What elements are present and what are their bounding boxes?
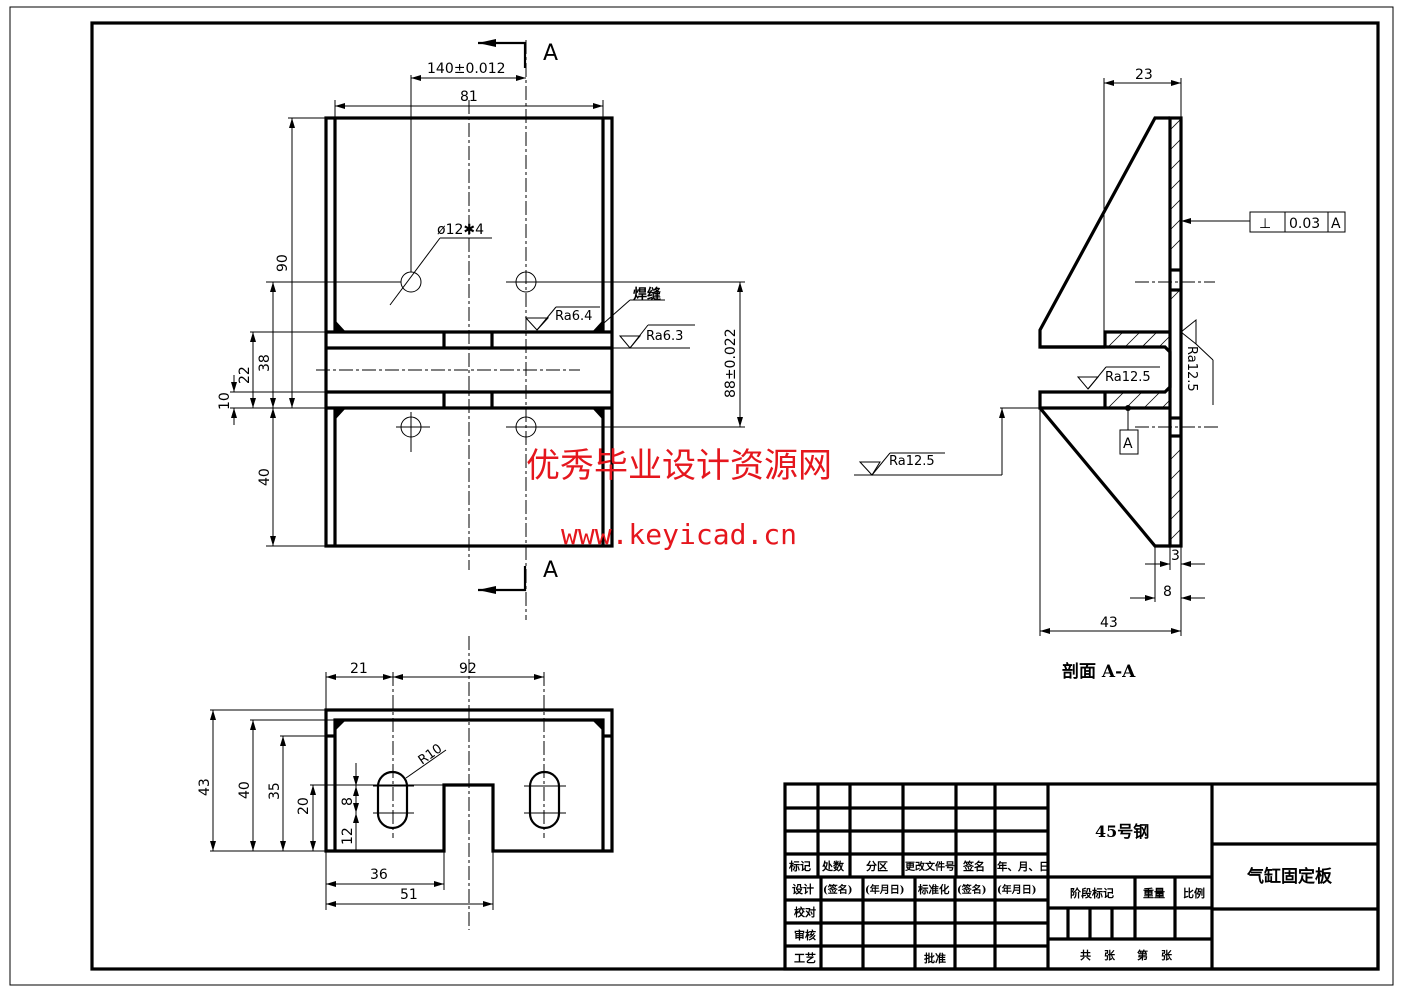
datum-label: A	[1123, 436, 1133, 452]
dim-width: 81	[460, 89, 478, 105]
dim-hole-spacing: 140±0.012	[427, 61, 506, 77]
tb-std-sign: (签名)	[957, 883, 986, 896]
tb-scale: 比例	[1183, 886, 1205, 900]
weld-label: 焊缝	[633, 286, 661, 303]
tb-header-mark: 标记	[788, 859, 811, 873]
tb-design: 设计	[792, 882, 814, 896]
tb-sheet-no: 第	[1137, 948, 1148, 962]
weld-fillet	[592, 408, 603, 420]
dim-h40: 40	[237, 781, 253, 799]
roughness-ra125-middle: Ra12.5	[1105, 370, 1151, 385]
dim-w36: 36	[370, 867, 388, 883]
tb-header-signature: 签名	[962, 859, 985, 873]
section-mark-top: A	[543, 41, 558, 66]
tb-process: 工艺	[794, 951, 816, 965]
tb-header-count: 处数	[821, 859, 845, 873]
dim-base-8: 8	[1163, 584, 1172, 600]
perpendicularity-symbol: ⊥	[1259, 216, 1271, 232]
dim-thickness-3: 3	[1171, 548, 1180, 564]
tolerance-datum: A	[1331, 216, 1341, 232]
dim-span-92: 92	[459, 661, 477, 677]
dim-height-38: 38	[257, 354, 273, 372]
material: 45号钢	[1095, 822, 1149, 841]
tb-design-sign: (签名)	[823, 883, 852, 896]
drawing-frame	[90, 21, 1380, 971]
dim-w51: 51	[400, 887, 418, 903]
tb-sheets-unit2: 张	[1161, 948, 1173, 962]
hole	[400, 271, 422, 293]
tb-header-zone: 分区	[866, 859, 888, 873]
weld-fillet	[592, 320, 603, 332]
dim-slot-12: 12	[340, 827, 356, 845]
tb-sheets-total: 共	[1080, 948, 1091, 962]
hatch-ribs	[1107, 331, 1171, 409]
tb-check: 校对	[794, 905, 816, 919]
dim-h43: 43	[197, 778, 213, 796]
roughness-ra64: Ra6.4	[555, 309, 592, 324]
tb-design-date: (年月日)	[865, 883, 904, 896]
outer-border	[9, 6, 1394, 986]
dim-vertical-tol: 88±0.022	[723, 328, 739, 398]
drawing-title: 气缸固定板	[1246, 866, 1333, 887]
dim-radius: R10	[416, 741, 446, 768]
dim-height-lower: 40	[257, 468, 273, 486]
tb-stage-mark: 阶段标记	[1070, 886, 1114, 900]
tb-header-date: 年、月、日	[997, 860, 1050, 873]
watermark-url: www.keyicad.cn	[561, 518, 797, 551]
section-title: 剖面 A-A	[1062, 661, 1136, 682]
hole-note: ø12✱4	[437, 222, 484, 238]
bottom-view: 21 92 R10 43 40 35 20 8 12 36 51	[197, 636, 614, 930]
watermark: 优秀毕业设计资源网 www.keyicad.cn	[526, 446, 832, 551]
watermark-site-name: 优秀毕业设计资源网	[526, 446, 832, 486]
dim-h35: 35	[267, 782, 283, 800]
dim-top-width: 23	[1135, 67, 1153, 83]
roughness-ra125-vertical: Ra12.5	[1184, 346, 1199, 392]
weld-fillet	[335, 320, 346, 332]
dim-offset-21: 21	[350, 661, 368, 677]
roughness-ra125-left: Ra12.5	[889, 454, 935, 469]
dim-total-width: 43	[1100, 615, 1118, 631]
tb-review: 审核	[794, 928, 816, 942]
dim-slot-8: 8	[340, 797, 356, 806]
dim-height-upper: 90	[275, 254, 291, 272]
dim-height-10: 10	[217, 392, 233, 410]
weld-fillet	[335, 408, 346, 420]
hatch-back-plate	[1169, 118, 1182, 541]
tb-approve: 批准	[924, 951, 946, 965]
tb-header-change-doc: 更改文件号	[905, 860, 955, 873]
front-view: A A 140±0.012 81 ø12✱4 90 38 40 22	[217, 39, 745, 620]
tb-sheets-unit1: 张	[1104, 948, 1116, 962]
section-mark-bottom: A	[543, 558, 558, 583]
section-view: 23 ⊥ 0.03 A Ra12.5 Ra12.5 A Ra	[854, 67, 1346, 682]
title-block: 标记 处数 分区 更改文件号 签名 年、月、日 设计 (签名) (年月日) 标准…	[783, 782, 1380, 971]
tb-weight: 重量	[1143, 886, 1165, 900]
tb-standardization: 标准化	[917, 883, 950, 896]
dim-h20: 20	[296, 797, 312, 815]
tolerance-value: 0.03	[1289, 216, 1320, 232]
tolerance-frame: ⊥ 0.03 A	[1249, 211, 1346, 233]
dim-height-22: 22	[237, 366, 253, 384]
tb-std-date: (年月日)	[997, 883, 1036, 896]
roughness-ra63: Ra6.3	[646, 329, 683, 344]
